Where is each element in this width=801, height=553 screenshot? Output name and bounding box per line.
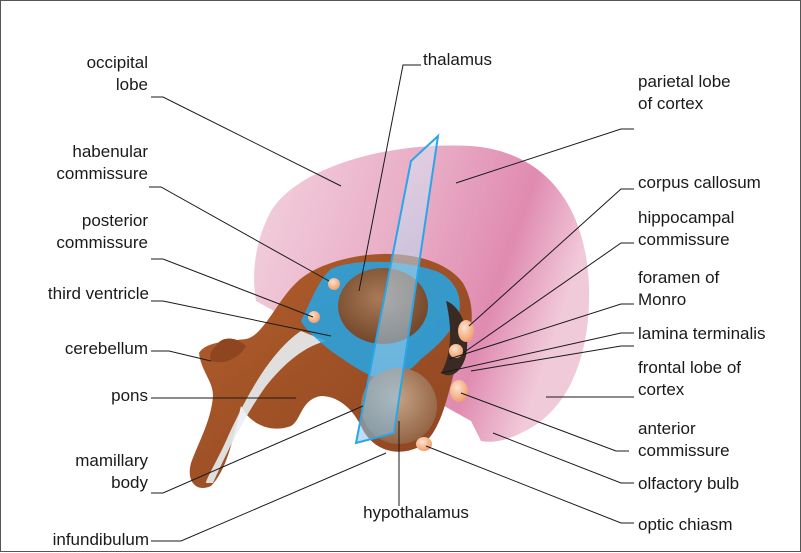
label-third-ventricle: third ventricle bbox=[11, 283, 149, 305]
label-frontal-line1: frontal lobe of bbox=[638, 357, 741, 379]
label-posterior-line1: posterior bbox=[21, 210, 148, 232]
label-habenular-line1: habenular bbox=[21, 141, 148, 163]
optic-chiasm bbox=[416, 437, 432, 451]
label-corpus-callosum: corpus callosum bbox=[638, 172, 761, 194]
label-anterior-commissure: anterior commissure bbox=[638, 418, 730, 462]
label-thalamus: thalamus bbox=[423, 49, 492, 71]
label-foramen-of-monro: foramen of Monro bbox=[638, 267, 719, 311]
leader-infundibulum bbox=[151, 453, 386, 541]
label-infundibulum: infundibulum bbox=[11, 529, 149, 551]
label-foramen-line2: Monro bbox=[638, 289, 719, 311]
label-parietal-lobe-line2: of cortex bbox=[638, 93, 731, 115]
label-habenular-commissure: habenular commissure bbox=[21, 141, 148, 185]
label-occipital-lobe-line2: lobe bbox=[61, 74, 148, 96]
label-parietal-lobe-line1: parietal lobe bbox=[638, 71, 731, 93]
label-hypothalamus: hypothalamus bbox=[351, 502, 481, 524]
label-posterior-commissure: posterior commissure bbox=[21, 210, 148, 254]
label-pons: pons bbox=[61, 385, 148, 407]
label-posterior-line2: commissure bbox=[21, 232, 148, 254]
label-lamina-terminalis: lamina terminalis bbox=[638, 323, 766, 345]
leader-occipital bbox=[151, 97, 341, 186]
label-parietal-lobe: parietal lobe of cortex bbox=[638, 71, 731, 115]
label-anterior-line1: anterior bbox=[638, 418, 730, 440]
label-optic-chiasm: optic chiasm bbox=[638, 514, 732, 536]
label-hippocampal-line2: commissure bbox=[638, 229, 734, 251]
label-frontal-line2: cortex bbox=[638, 379, 741, 401]
leader-olfactory bbox=[493, 433, 634, 483]
label-hippocampal-line1: hippocampal bbox=[638, 207, 734, 229]
habenular-commissure bbox=[328, 278, 340, 290]
label-mamillary-line2: body bbox=[41, 472, 148, 494]
label-hippocampal-commissure: hippocampal commissure bbox=[638, 207, 734, 251]
label-cerebellum: cerebellum bbox=[21, 338, 148, 360]
label-olfactory-bulb: olfactory bulb bbox=[638, 473, 739, 495]
anterior-commissure bbox=[450, 380, 468, 402]
label-mamillary-line1: mamillary bbox=[41, 450, 148, 472]
label-habenular-line2: commissure bbox=[21, 163, 148, 185]
label-occipital-lobe-line1: occipital bbox=[61, 52, 148, 74]
label-frontal-lobe: frontal lobe of cortex bbox=[638, 357, 741, 401]
label-anterior-line2: commissure bbox=[638, 440, 730, 462]
label-foramen-line1: foramen of bbox=[638, 267, 719, 289]
label-mamillary-body: mamillary body bbox=[41, 450, 148, 494]
foramen-nodule bbox=[449, 344, 463, 358]
label-occipital-lobe: occipital lobe bbox=[61, 52, 148, 96]
posterior-commissure bbox=[308, 311, 320, 323]
